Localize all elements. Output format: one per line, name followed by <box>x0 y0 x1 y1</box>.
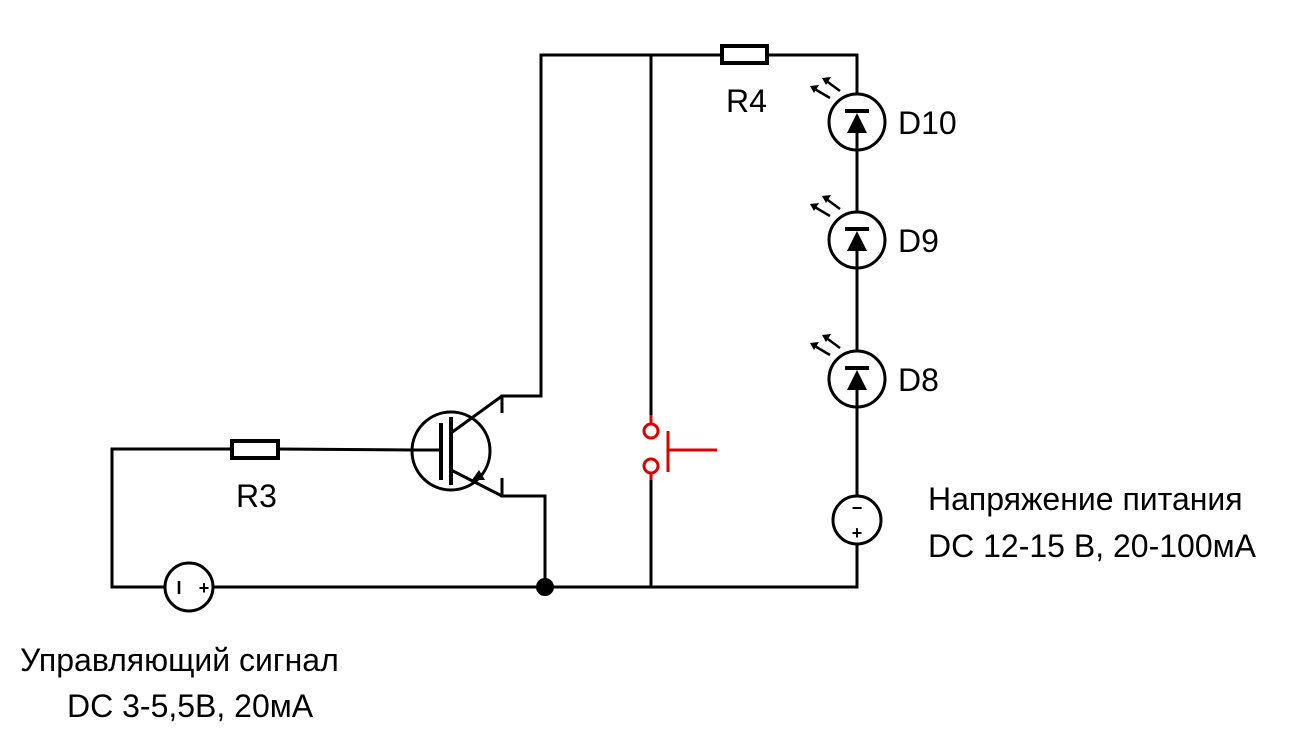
supply-plus-sign: + <box>852 523 863 543</box>
control-plus-sign: + <box>199 578 210 598</box>
junction-dot <box>536 578 554 596</box>
push-button-switch <box>642 415 717 480</box>
control-minus-sign: I <box>176 578 181 598</box>
supply-label-line1: Напряжение питания <box>928 481 1243 517</box>
led-d10 <box>810 77 887 152</box>
label-r3: R3 <box>236 478 277 514</box>
wire-input-right <box>276 447 414 452</box>
label-d8: D8 <box>898 362 939 398</box>
led-d8 <box>810 334 887 409</box>
label-d9: D9 <box>898 223 939 259</box>
resistor-r3 <box>230 439 280 460</box>
control-source: I + <box>163 561 215 613</box>
control-label-line2: DC 3-5,5В, 20мА <box>67 688 314 724</box>
supply-label-line2: DC 12-15 В, 20-100мА <box>928 528 1257 564</box>
label-r4: R4 <box>726 83 767 119</box>
control-label-line1: Управляющий сигнал <box>20 642 339 678</box>
label-d10: D10 <box>898 105 957 141</box>
supply-source: − + <box>831 494 883 546</box>
resistor-r4 <box>720 44 769 65</box>
supply-minus-sign: − <box>852 498 863 518</box>
transistor <box>410 394 504 498</box>
led-d9 <box>810 195 887 270</box>
